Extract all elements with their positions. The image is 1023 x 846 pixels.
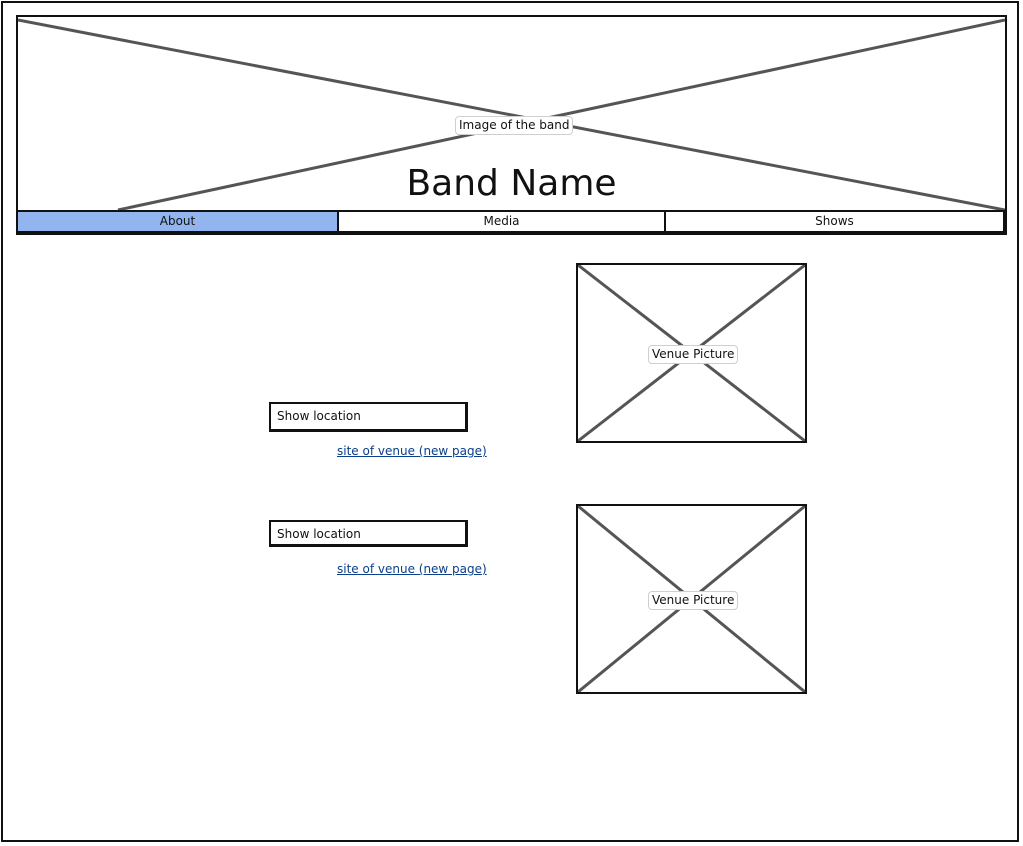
band-image-label: Image of the band [455, 116, 574, 135]
show-location-field[interactable]: Show location [269, 402, 468, 432]
tab-about[interactable]: About [18, 212, 339, 231]
venue-picture: Venue Picture [576, 504, 807, 694]
venue-picture-label: Venue Picture [648, 591, 739, 610]
venue-site-link[interactable]: site of venue (new page) [337, 444, 487, 458]
header-banner: Image of the band Band Name About Media … [16, 15, 1007, 235]
band-name-title: Band Name [406, 163, 617, 204]
venue-picture-label: Venue Picture [648, 345, 739, 364]
venue-site-link[interactable]: site of venue (new page) [337, 562, 487, 576]
tab-shows[interactable]: Shows [666, 212, 1005, 231]
band-image-placeholder [18, 18, 1005, 210]
show-location-field[interactable]: Show location [269, 520, 468, 547]
nav-tabs: About Media Shows [18, 210, 1005, 231]
tab-media[interactable]: Media [339, 212, 666, 231]
venue-picture: Venue Picture [576, 263, 807, 443]
